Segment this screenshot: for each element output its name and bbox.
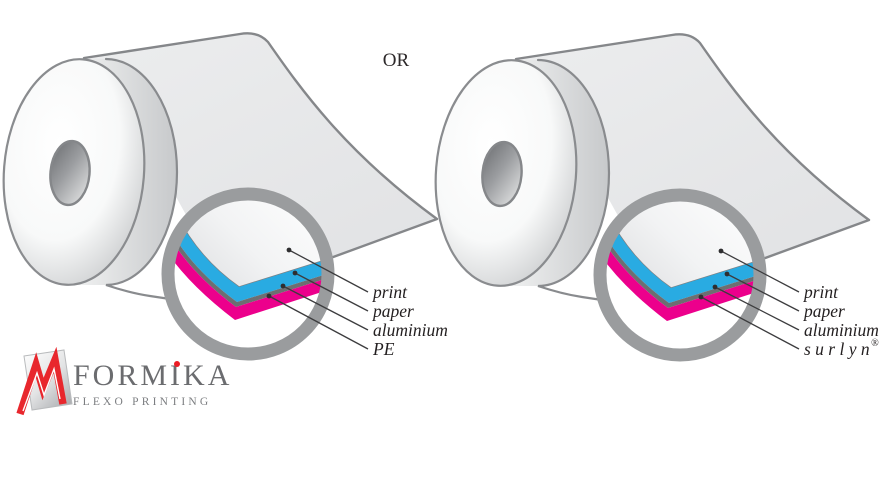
brand-subtitle: FLEXO PRINTING <box>73 396 212 408</box>
layer-paper-cyan <box>168 214 328 302</box>
label-paper-right: paper <box>802 301 845 321</box>
label-pe: PE <box>372 339 395 359</box>
label-aluminium-right: aluminium <box>804 320 879 340</box>
sheet-outline <box>82 32 439 262</box>
magnified-sheet-surface <box>168 194 328 287</box>
roll-illustration <box>2 32 439 361</box>
layer-aluminium-gray <box>168 222 328 307</box>
label-print: print <box>371 282 408 302</box>
sheet <box>84 33 437 288</box>
roll-core-hole <box>49 139 91 207</box>
label-print-right: print <box>802 282 839 302</box>
callout-dots-surlyn-roll <box>698 248 730 300</box>
callout-dots-pe-roll <box>266 247 298 299</box>
callouts-pe-roll <box>268 249 369 350</box>
or-separator: OR <box>383 50 410 71</box>
label-surlyn: s u r l y n <box>804 339 870 359</box>
label-aluminium: aluminium <box>373 320 448 340</box>
magnifier-ring <box>161 187 335 361</box>
logo-m-zigzag <box>16 347 67 416</box>
red-i-dot-icon <box>173 361 180 367</box>
logo-m-highlight <box>22 366 61 412</box>
label-paper: paper <box>371 301 414 321</box>
logo-mark <box>16 347 73 416</box>
roll-body-contour <box>104 57 179 301</box>
label-surlyn-trademark: ® <box>871 338 879 349</box>
callouts-surlyn-roll <box>700 250 800 350</box>
brand-letter-i: I <box>170 359 184 392</box>
roll-illustration-right <box>427 34 869 355</box>
